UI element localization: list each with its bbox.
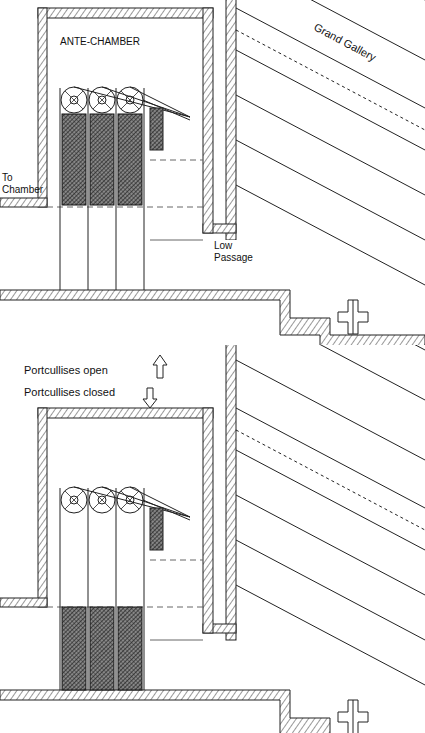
- gallery-label: Grand Gallery: [294, 11, 397, 73]
- chamber-label: ANTE-CHAMBER: [60, 36, 143, 48]
- state-label: Portcullises closed: [24, 386, 118, 398]
- state-label: Portcullises open: [24, 364, 110, 376]
- passage-label: To Chamber: [2, 172, 36, 196]
- passage-label: Low Passage: [214, 240, 250, 264]
